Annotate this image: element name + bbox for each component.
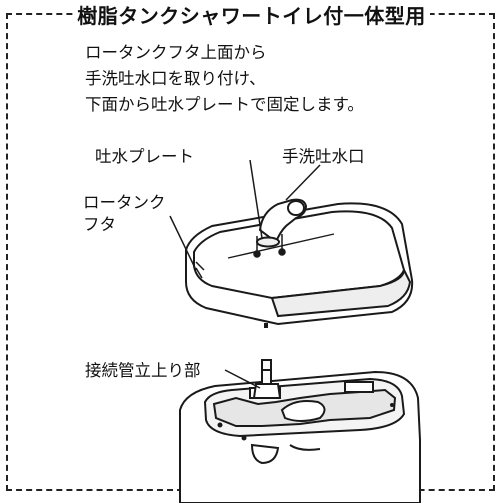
leader-lines <box>169 159 321 389</box>
tank-body <box>179 370 421 503</box>
label-spout-plate: 吐水プレート <box>95 147 194 166</box>
instruction-line-1: ロータンクフタ上面から <box>85 43 267 62</box>
label-hand-wash-spout: 手洗吐水口 <box>282 147 365 166</box>
instruction-line-3: 下面から吐水プレートで固定します。 <box>85 95 364 114</box>
spout-plate-screws <box>253 234 286 258</box>
label-tank-lid-line-2: フタ <box>83 215 116 234</box>
tank-lid <box>185 202 414 326</box>
connection-pipe-riser <box>252 359 282 399</box>
instruction-text: ロータンクフタ上面から 手洗吐水口を取り付け、 下面から吐水プレートで固定します… <box>85 40 485 118</box>
label-connection-pipe-riser: 接続管立上り部 <box>85 361 201 380</box>
instruction-line-2: 手洗吐水口を取り付け、 <box>85 69 266 88</box>
label-tank-lid-line-1: ロータンク <box>83 193 166 212</box>
diagram-title-text: 樹脂タンクシャワートイレ付一体型用 <box>73 4 430 28</box>
diagram-title: 樹脂タンクシャワートイレ付一体型用 <box>0 4 503 28</box>
